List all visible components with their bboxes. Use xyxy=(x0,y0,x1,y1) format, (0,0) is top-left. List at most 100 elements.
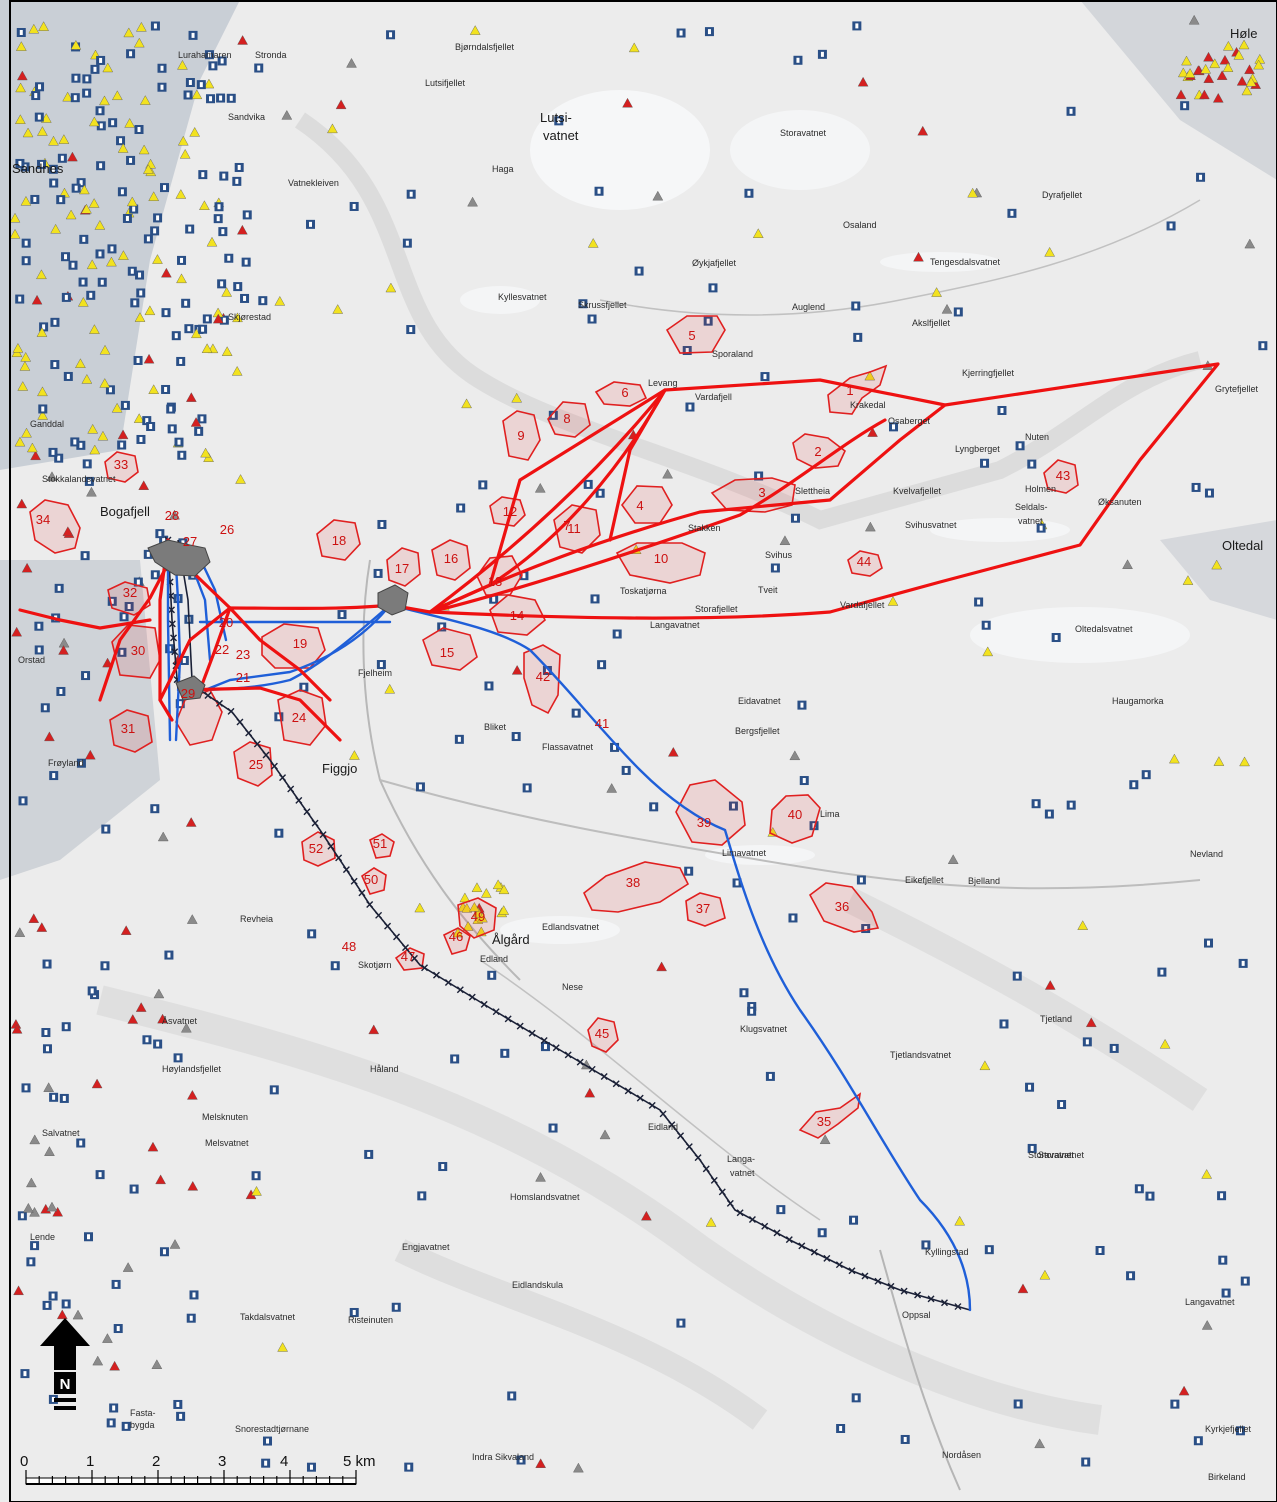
site-marker-icon xyxy=(206,236,218,247)
cabin-icon xyxy=(54,453,64,463)
site-marker-icon xyxy=(1044,246,1055,257)
cabin-icon xyxy=(173,1053,183,1063)
cabin-icon xyxy=(676,28,686,38)
site-marker-icon xyxy=(667,746,679,757)
place-label: Stakken xyxy=(688,523,721,533)
place-label: Øksanuten xyxy=(1098,497,1142,507)
site-marker-icon xyxy=(120,925,132,935)
site-marker-icon xyxy=(29,1134,41,1145)
site-marker-icon xyxy=(189,127,201,137)
cabin-icon xyxy=(157,82,167,92)
cabin-icon xyxy=(274,828,284,838)
cabin-icon xyxy=(1025,1082,1035,1092)
site-marker-icon xyxy=(867,427,878,437)
cabin-icon xyxy=(548,1123,558,1133)
site-marker-icon xyxy=(94,220,106,230)
line-cross-mark xyxy=(253,740,261,748)
line-cross-mark xyxy=(552,1044,560,1052)
place-label: Bliket xyxy=(484,722,507,732)
line-cross-mark xyxy=(168,606,175,614)
place-label: Oppsal xyxy=(902,1310,931,1320)
site-marker-icon xyxy=(947,854,959,864)
line-cross-mark xyxy=(726,1199,734,1207)
cabin-icon xyxy=(373,568,383,578)
cabin-icon xyxy=(241,257,251,267)
cabin-icon xyxy=(1126,1271,1136,1281)
cabin-icon xyxy=(124,602,134,612)
cabin-icon xyxy=(391,1302,401,1312)
cabin-icon xyxy=(21,1083,31,1093)
zone-number: 21 xyxy=(236,670,250,685)
cabin-icon xyxy=(386,30,396,40)
cabin-icon xyxy=(150,226,160,236)
site-marker-icon xyxy=(1017,1283,1029,1294)
cabin-icon xyxy=(179,656,189,665)
place-label: Skrussfjellet xyxy=(578,300,627,310)
cabin-icon xyxy=(1170,1399,1180,1409)
site-marker-icon xyxy=(70,40,82,50)
cabin-icon xyxy=(415,782,425,792)
line-cross-mark xyxy=(861,1272,869,1280)
site-marker-icon xyxy=(99,95,110,106)
site-marker-icon xyxy=(88,198,100,208)
cabin-icon xyxy=(1218,1255,1228,1265)
scale-tick-3: 3 xyxy=(218,1453,226,1470)
site-marker-icon xyxy=(1222,62,1234,72)
site-marker-icon xyxy=(954,1215,966,1226)
site-marker-icon xyxy=(84,749,96,760)
cabin-icon xyxy=(1238,958,1248,968)
area-46 xyxy=(442,927,471,955)
place-label: Ålgård xyxy=(492,932,530,947)
area-44 xyxy=(847,550,883,577)
cabin-icon xyxy=(61,292,71,302)
cabin-icon xyxy=(337,610,347,620)
site-marker-icon xyxy=(9,228,21,239)
line-cross-mark xyxy=(444,978,452,986)
cabin-icon xyxy=(76,178,86,188)
site-marker-icon xyxy=(44,1146,55,1156)
cabin-icon xyxy=(889,422,899,432)
site-marker-icon xyxy=(281,109,293,120)
scale-tick-5: 5 km xyxy=(343,1453,376,1470)
place-label: Salvatnet xyxy=(42,1128,80,1138)
site-marker-icon xyxy=(1239,756,1250,767)
cabin-icon xyxy=(105,385,115,395)
cabin-icon xyxy=(86,290,96,300)
site-marker-icon xyxy=(187,1180,199,1191)
place-label: Frøyland xyxy=(48,758,84,768)
cabin-icon xyxy=(234,162,244,172)
cabin-icon xyxy=(129,204,139,214)
site-marker-icon xyxy=(123,27,135,38)
cabin-icon xyxy=(649,802,659,812)
site-marker-icon xyxy=(13,1285,24,1296)
cabin-icon xyxy=(999,1019,1009,1029)
cabin-icon xyxy=(117,647,127,657)
site-marker-icon xyxy=(151,1359,163,1369)
site-marker-icon xyxy=(535,1458,547,1468)
site-marker-icon xyxy=(212,313,224,324)
area-33 xyxy=(104,451,139,483)
cabin-icon xyxy=(747,1006,757,1016)
place-label: Vardafjellet xyxy=(840,600,885,610)
cabin-icon xyxy=(160,183,170,193)
place-label: Lutsi- xyxy=(540,110,572,125)
line-cross-mark xyxy=(295,796,303,804)
site-marker-icon xyxy=(136,21,147,32)
cabin-icon xyxy=(1235,1426,1245,1436)
zone-number: 47 xyxy=(401,949,415,964)
place-label: Nordåsen xyxy=(942,1450,981,1460)
site-marker-icon xyxy=(52,1206,64,1217)
cabin-icon xyxy=(797,700,807,710)
site-marker-icon xyxy=(235,474,246,484)
place-label: Langa- xyxy=(727,1154,755,1164)
place-label: vatnet xyxy=(543,128,579,143)
cabin-icon xyxy=(40,703,50,713)
line-cross-mark xyxy=(303,808,311,816)
place-label: Haga xyxy=(492,164,514,174)
line-cross-mark xyxy=(668,1121,676,1129)
cabin-icon xyxy=(578,299,588,309)
cabin-icon xyxy=(704,27,714,37)
cabin-icon xyxy=(921,1240,931,1250)
site-marker-icon xyxy=(535,1172,546,1182)
